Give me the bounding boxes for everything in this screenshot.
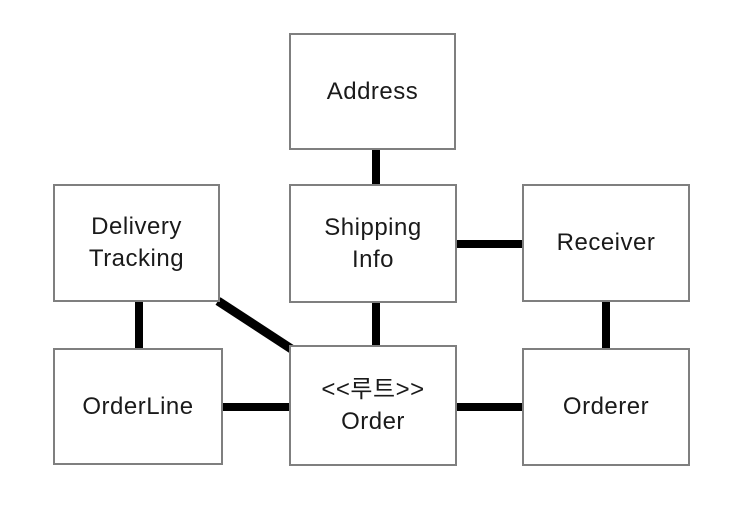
node-delivery-tracking-label: Delivery Tracking (88, 213, 185, 272)
node-address-label: Address (326, 77, 419, 105)
node-shipping-info: Shipping Info (289, 184, 457, 303)
node-receiver-label: Receiver (556, 229, 656, 256)
node-orderer-label: Orderer (562, 393, 650, 420)
node-order-root-label: <<루트>> Order (321, 375, 425, 435)
edge-delivery-tracking-order (215, 297, 296, 354)
node-orderline-label: OrderLine (82, 392, 194, 420)
node-orderline: OrderLine (53, 348, 223, 465)
node-order-root: <<루트>> Order (289, 345, 457, 466)
node-orderer: Orderer (522, 348, 690, 466)
node-address: Address (289, 33, 456, 150)
node-shipping-info-label: Shipping Info (324, 213, 422, 273)
node-delivery-tracking: Delivery Tracking (53, 184, 220, 302)
node-receiver: Receiver (522, 184, 690, 302)
